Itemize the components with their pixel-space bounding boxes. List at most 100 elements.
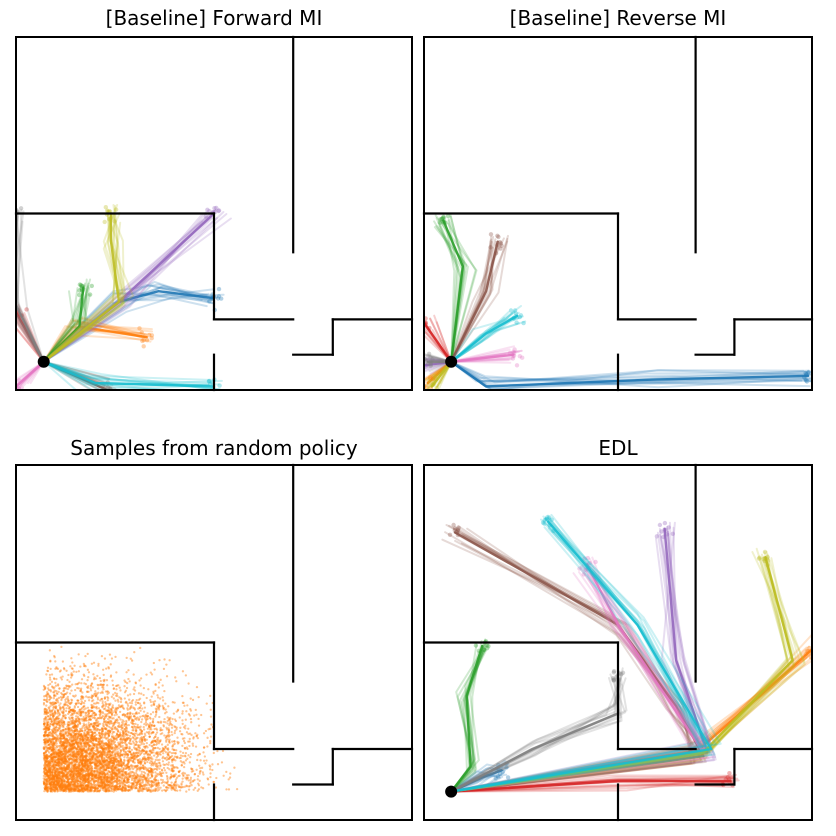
sample-point — [82, 747, 85, 750]
sample-point — [149, 700, 153, 704]
sample-point — [92, 746, 96, 749]
sample-point — [49, 688, 52, 692]
sample-point — [70, 786, 73, 789]
sample-point — [128, 698, 131, 701]
sample-point — [181, 719, 184, 722]
sample-point — [92, 753, 96, 756]
sample-point — [86, 768, 89, 771]
sample-point — [143, 776, 146, 779]
sample-point — [57, 752, 60, 755]
sample-point — [45, 721, 49, 724]
sample-point — [173, 783, 176, 787]
sample-point — [112, 722, 115, 725]
sample-point — [57, 769, 60, 772]
sample-point — [59, 740, 62, 744]
sample-point — [68, 753, 72, 756]
sample-point — [126, 753, 129, 756]
sample-point — [186, 704, 189, 707]
sample-point — [88, 718, 91, 721]
sample-point — [62, 789, 66, 792]
sample-point — [56, 785, 59, 788]
sample-point — [84, 780, 87, 783]
sample-point — [111, 683, 115, 687]
sample-point — [65, 781, 69, 784]
sample-point — [72, 777, 76, 781]
sample-point — [75, 777, 78, 780]
sample-point — [56, 752, 59, 755]
sample-point — [136, 733, 139, 737]
sample-point — [101, 749, 104, 752]
sample-point — [150, 724, 154, 728]
sample-point — [45, 717, 48, 720]
trajectory-endpoint — [428, 355, 433, 360]
sample-point — [66, 734, 69, 738]
sample-point — [151, 761, 154, 765]
sample-point — [81, 771, 85, 774]
sample-point — [93, 762, 97, 765]
sample-point — [72, 742, 76, 746]
sample-point — [52, 755, 55, 759]
sample-point — [109, 730, 112, 733]
trajectory-endpoint — [803, 377, 808, 382]
sample-point — [125, 686, 129, 690]
sample-point — [44, 750, 47, 753]
sample-point — [63, 741, 66, 744]
sample-point — [110, 756, 113, 760]
sample-point — [143, 777, 146, 781]
sample-point — [113, 764, 116, 767]
sample-point — [109, 787, 113, 790]
sample-point — [156, 746, 159, 750]
sample-point — [193, 714, 196, 717]
sample-point — [97, 701, 100, 705]
sample-point — [44, 726, 48, 730]
sample-point — [73, 706, 76, 709]
sample-point — [99, 745, 102, 749]
sample-point — [77, 783, 80, 786]
sample-point — [117, 747, 121, 750]
sample-point — [138, 679, 141, 682]
sample-point — [63, 703, 66, 706]
sample-point — [127, 765, 130, 768]
sample-point — [56, 701, 60, 704]
sample-point — [196, 758, 199, 762]
sample-point — [95, 754, 98, 758]
sample-point — [100, 766, 103, 769]
trajectory-endpoint — [488, 245, 493, 250]
sample-point — [112, 706, 115, 709]
sample-point — [181, 785, 185, 789]
sample-point — [45, 734, 49, 737]
sample-point — [74, 702, 77, 705]
sample-point — [141, 758, 144, 761]
sample-point — [42, 701, 46, 705]
sample-point — [171, 769, 174, 772]
sample-point — [168, 738, 171, 741]
sample-point — [54, 730, 57, 733]
sample-point — [46, 770, 50, 773]
sample-point — [74, 721, 78, 724]
sample-point — [139, 763, 142, 766]
sample-point — [58, 770, 61, 774]
sample-point — [86, 787, 89, 790]
sample-point — [146, 757, 149, 760]
sample-point — [114, 738, 117, 741]
sample-point — [74, 752, 77, 755]
sample-point — [49, 690, 52, 693]
sample-point — [100, 745, 103, 748]
sample-point — [80, 749, 83, 752]
sample-point — [76, 754, 79, 757]
sample-point — [42, 780, 46, 783]
sample-point — [118, 778, 121, 782]
sample-point — [142, 788, 145, 791]
sample-point — [78, 733, 81, 736]
sample-point — [138, 787, 141, 790]
sample-point — [117, 761, 121, 764]
sample-point — [64, 769, 67, 772]
sample-point — [146, 775, 149, 779]
sample-point — [139, 677, 143, 680]
sample-point — [67, 673, 70, 677]
sample-point — [117, 744, 120, 747]
sample-point — [167, 718, 171, 721]
sample-point — [61, 757, 64, 760]
sample-point — [95, 756, 99, 759]
sample-point — [114, 744, 117, 747]
